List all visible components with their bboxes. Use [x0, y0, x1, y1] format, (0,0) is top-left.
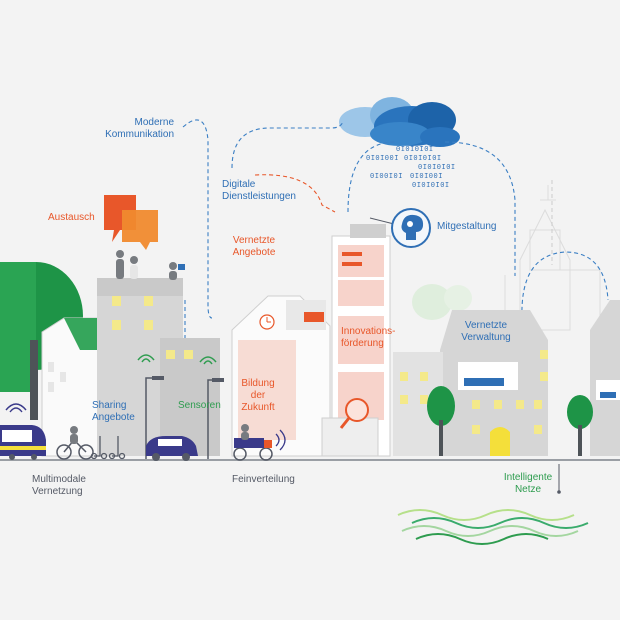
cloud-icon: [339, 97, 460, 147]
label-vernetzte-verwaltung: Vernetzte Verwaltung: [455, 320, 517, 344]
background-tree: [412, 284, 472, 320]
label-line: Angebote: [232, 247, 276, 258]
small-trees: [427, 386, 593, 456]
innovation-tower: [321, 224, 391, 457]
label-line: Verwaltung: [461, 332, 511, 343]
label-line: Kommunikation: [105, 129, 174, 140]
label-austausch: Austausch: [48, 212, 95, 223]
label-line: Bildung: [241, 378, 275, 389]
label-line: Digitale: [222, 179, 256, 190]
tram-signal-icon: [5, 403, 27, 413]
label-line: förderung: [341, 338, 384, 349]
label-line: Intelligente: [503, 472, 553, 483]
austausch-building: [97, 278, 220, 456]
sensor-signal-icon: [137, 354, 217, 365]
label-line: Dienstleistungen: [222, 191, 296, 202]
label-bildung-der-zukunft: Bildung der Zukunft: [238, 378, 278, 414]
label-feinverteilung: Feinverteilung: [232, 474, 295, 485]
label-intelligente-netze: Intelligente Netze: [498, 472, 558, 496]
label-moderne-kommunikation: Moderne Kommunikation: [92, 117, 174, 141]
label-mitgestaltung: Mitgestaltung: [437, 221, 497, 232]
car-icon: [146, 436, 198, 461]
label-sensoren: Sensoren: [178, 400, 221, 411]
label-multimodale-vernetzung: Multimodale Vernetzung: [32, 474, 86, 498]
label-innovationsfoerderung: Innovations- förderung: [341, 326, 395, 350]
grid-waves: [397, 509, 589, 545]
label-line: Vernetzte: [464, 320, 508, 331]
netze-indicator-dot: [557, 490, 561, 494]
school-building: [231, 295, 331, 457]
binary-line: 0I0I0I0I: [412, 182, 450, 190]
scooter-icons: [90, 436, 126, 460]
label-line: Innovations-: [341, 326, 396, 337]
label-line: Multimodale: [32, 474, 86, 485]
mitgestaltung-head-icon: [369, 208, 431, 248]
label-line: Netze: [514, 484, 542, 495]
tram-icon: [0, 425, 46, 460]
cyclist-icon: [56, 426, 94, 460]
cargo-bike-icon: [233, 424, 286, 461]
label-line: Zukunft: [241, 402, 275, 413]
label-line: Sharing: [92, 400, 127, 411]
right-building: [590, 300, 620, 456]
binary-stream: 0I0I0I0I 0I0I00I 0I0I0I0I 0I0I0I0I 0I00I…: [366, 146, 456, 191]
rooftop-people: [116, 250, 185, 280]
binary-line: 0I0I00I: [366, 155, 399, 163]
label-line: der: [250, 390, 266, 401]
binary-line: 0I0I0I0I: [404, 155, 442, 163]
label-line: Angebote: [92, 412, 135, 423]
speech-bubble-icon: [104, 195, 158, 250]
label-digitale-dienstleistungen: Digitale Dienstleistungen: [222, 179, 296, 203]
label-line: Vernetzung: [32, 486, 83, 497]
label-vernetzte-angebote: Vernetzte Angebote: [222, 235, 286, 259]
binary-line: 0I00I0I: [370, 173, 403, 181]
label-sharing-angebote: Sharing Angebote: [92, 400, 135, 424]
label-line: Moderne: [134, 117, 174, 128]
binary-line: 0I0I0I0I: [396, 146, 434, 154]
binary-line: 0I0I0I0I: [418, 164, 456, 172]
label-line: Vernetzte: [232, 235, 276, 246]
binary-line: 0I0I00I: [410, 173, 443, 181]
